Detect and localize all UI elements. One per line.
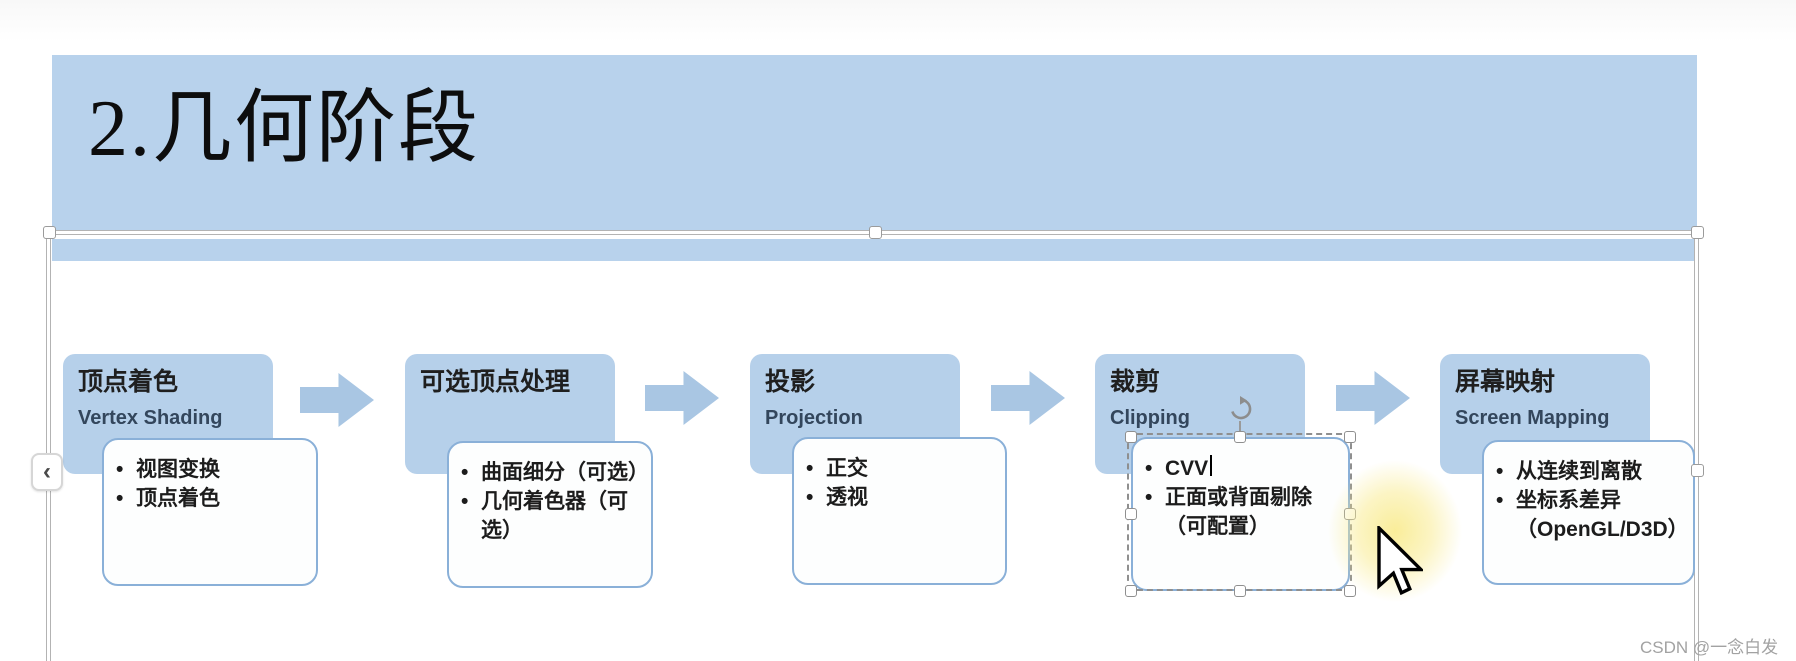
stage-title: 可选顶点处理	[420, 368, 571, 396]
flow-arrow-icon[interactable]	[300, 373, 374, 427]
rotate-handle-stem	[1239, 421, 1241, 435]
selection-handle-top-center[interactable]	[1234, 431, 1246, 443]
window-top-strip	[0, 0, 1796, 42]
selection-handle-bottom-right[interactable]	[1344, 585, 1356, 597]
placeholder-border-left	[46, 230, 51, 661]
bullet-item: 透视	[806, 484, 997, 513]
stage-title: 顶点着色	[78, 368, 179, 396]
stage-subtitle: Clipping	[1110, 407, 1190, 429]
bullet-item: 几何着色器（可选）	[461, 488, 643, 546]
bullet-item: 正交	[806, 455, 997, 484]
bullet-item: 顶点着色	[116, 485, 308, 514]
stage-title: 裁剪	[1110, 368, 1161, 396]
selection-handle-bottom-left[interactable]	[1125, 585, 1137, 597]
shape-selection-outline	[1127, 433, 1352, 591]
bullet-item: 曲面细分（可选）	[461, 459, 649, 488]
placeholder-border-right	[1694, 230, 1699, 661]
placeholder-handle-top-left[interactable]	[43, 226, 56, 239]
stage-title: 屏幕映射	[1455, 368, 1556, 396]
bullet-item: 从连续到离散	[1496, 458, 1685, 487]
stage-subtitle: Vertex Shading	[78, 407, 223, 429]
content-placeholder-strip	[52, 239, 1697, 261]
selection-handle-middle-right[interactable]	[1344, 508, 1356, 520]
placeholder-handle-top-center[interactable]	[869, 226, 882, 239]
rotate-handle-icon[interactable]	[1228, 396, 1254, 422]
chevron-left-icon: ‹	[43, 458, 51, 485]
flow-arrow-icon[interactable]	[991, 371, 1065, 425]
bullet-item: CVV	[1145, 455, 1340, 484]
selection-handle-bottom-center[interactable]	[1234, 585, 1246, 597]
slide-title-banner[interactable]: 2.几何阶段	[52, 55, 1697, 232]
selection-handle-top-left[interactable]	[1125, 431, 1137, 443]
stage-subtitle: Screen Mapping	[1455, 407, 1610, 429]
slide-title: 2.几何阶段	[88, 85, 480, 173]
bullet-item: 视图变换	[116, 456, 308, 485]
flow-arrow-icon[interactable]	[645, 371, 719, 425]
stage-title: 投影	[765, 368, 816, 396]
placeholder-handle-middle-right[interactable]	[1691, 464, 1704, 477]
stage-bullets-screen-mapping[interactable]: 从连续到离散 坐标系差异（OpenGL/D3D）	[1482, 440, 1695, 585]
bullet-item: 坐标系差异（OpenGL/D3D）	[1496, 487, 1689, 545]
prev-nav-button[interactable]: ‹	[31, 453, 63, 491]
selection-handle-top-right[interactable]	[1344, 431, 1356, 443]
stage-bullets-vertex-shading[interactable]: 视图变换 顶点着色	[102, 438, 318, 586]
stage-bullets-projection[interactable]: 正交 透视	[792, 437, 1007, 585]
bullet-item: 正面或背面剔除（可配置）	[1145, 484, 1340, 542]
csdn-watermark: CSDN @一念白发	[1640, 638, 1779, 657]
stage-subtitle: Projection	[765, 407, 863, 429]
selection-handle-middle-left[interactable]	[1125, 508, 1137, 520]
stage-bullets-optional-vertex[interactable]: 曲面细分（可选） 几何着色器（可选）	[447, 441, 653, 588]
stage-bullets-clipping[interactable]: CVV 正面或背面剔除（可配置）	[1131, 437, 1350, 591]
text-caret	[1210, 455, 1213, 476]
flow-arrow-icon[interactable]	[1336, 371, 1410, 425]
mouse-cursor-icon	[1375, 523, 1426, 601]
placeholder-handle-top-right[interactable]	[1691, 226, 1704, 239]
